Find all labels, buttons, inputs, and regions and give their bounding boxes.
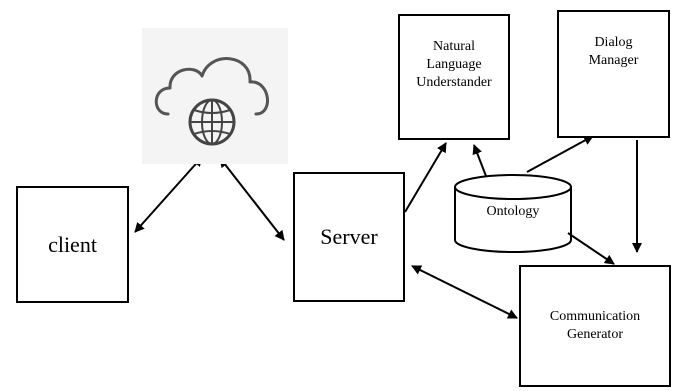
edge-ontology-dialog (526, 135, 594, 173)
dialog-label-line-1: Dialog (594, 35, 633, 50)
nlu-label-line-2: Language (426, 57, 482, 72)
edge-cloud-server (219, 157, 285, 241)
server-label: Server (320, 224, 378, 249)
communication-generator-node: Communication Generator (519, 265, 671, 387)
globe-icon (188, 98, 236, 146)
ontology-cylinder (454, 174, 572, 253)
edge-ontology-nlu (472, 144, 487, 177)
ontology-label: Ontology (486, 204, 540, 219)
edge-comm-server (411, 265, 518, 319)
edge-client-cloud (134, 156, 203, 233)
edge-server-nlu (404, 142, 447, 213)
client-label: client (48, 231, 97, 257)
nlu-label-line-3: Understander (416, 75, 492, 90)
dialog-manager-node: Dialog Manager (557, 10, 670, 138)
server-node: Server (293, 172, 405, 302)
natural-language-understander-node: Natural Language Understander (398, 14, 510, 140)
cloud-icon (154, 57, 269, 146)
edge-ontology-comm (567, 232, 615, 265)
comm-label-line-1: Communication (549, 309, 641, 324)
nlu-label-line-1: Natural (433, 39, 475, 54)
cloud-globe-icon (142, 28, 288, 164)
dialog-label-line-2: Manager (588, 53, 639, 68)
comm-label-line-2: Generator (567, 327, 623, 342)
client-node: client (16, 186, 129, 303)
